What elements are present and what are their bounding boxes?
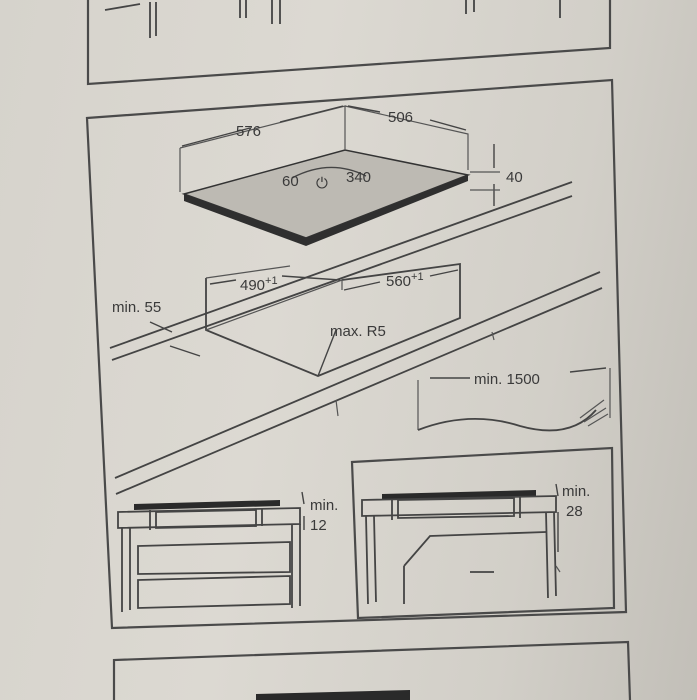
previous-figure-frame [86, 0, 612, 86]
label-max-radius: max. R5 [330, 323, 386, 340]
label-right-value: 28 [566, 503, 583, 520]
label-right-min: min. [562, 483, 590, 500]
label-left-min: min. [310, 497, 338, 514]
install-detail-left [117, 491, 305, 612]
cable-detail [417, 367, 611, 432]
next-figure-frame [112, 640, 632, 700]
label-left-value: 12 [310, 517, 327, 534]
label-cutout-depth: 560+1 [386, 271, 424, 290]
label-cable-length: min. 1500 [474, 371, 540, 388]
main-figure-frame [85, 78, 628, 630]
label-height-40: 40 [506, 169, 523, 186]
hob-perspective [179, 105, 500, 246]
power-symbol-icon: ⏻ [316, 175, 328, 192]
label-width-576: 576 [236, 123, 261, 140]
worktop-cutout [109, 181, 603, 495]
label-depth-506: 506 [388, 109, 413, 126]
install-detail-right [350, 446, 616, 620]
label-angle-340: 340 [346, 169, 371, 186]
label-cutout-width: 490+1 [240, 275, 278, 294]
label-angle-60: 60 [282, 173, 299, 190]
label-edge-min-55: min. 55 [112, 299, 161, 316]
